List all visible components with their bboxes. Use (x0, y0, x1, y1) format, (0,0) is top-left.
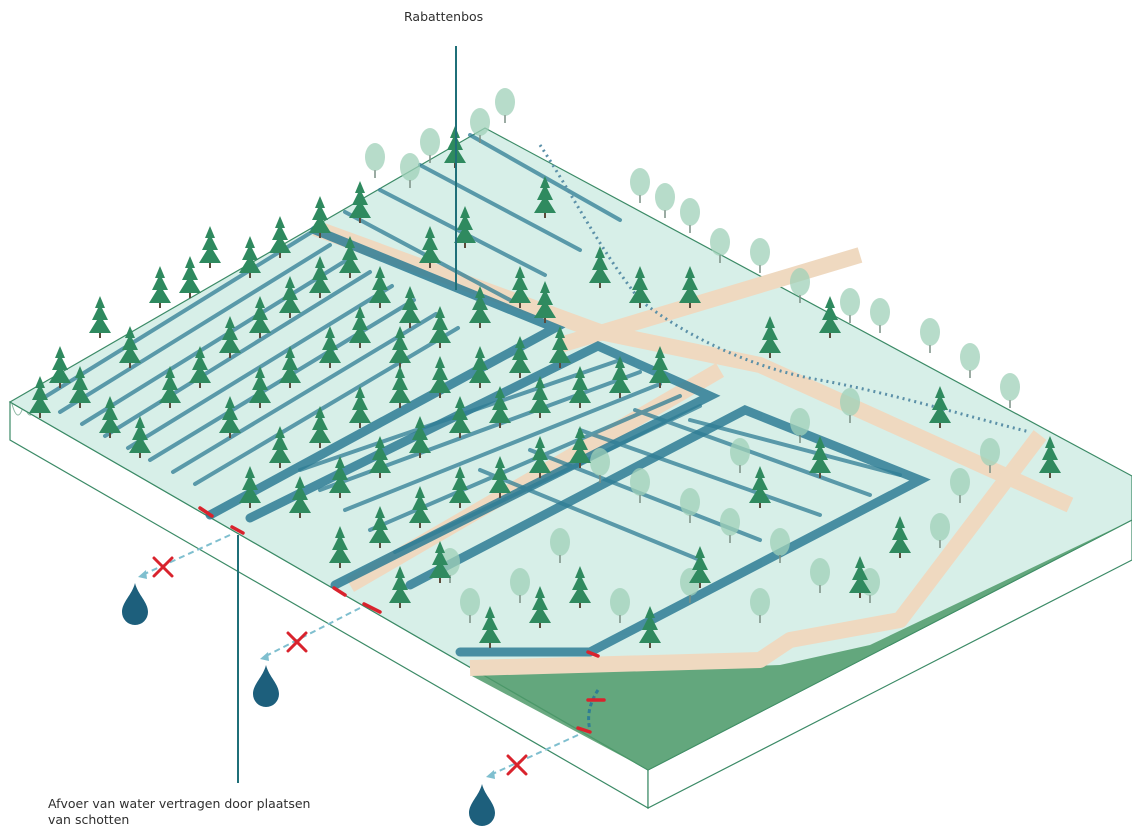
water-drop-icon (469, 784, 495, 826)
grass-field (470, 520, 1132, 770)
cross-icon (286, 631, 308, 653)
outflow-lines (139, 534, 579, 777)
label-afvoer-line-2: van schotten (48, 812, 130, 827)
outflow-channel (587, 689, 600, 731)
outflow-arrowheads (138, 570, 495, 779)
label-afvoer-schotten: Afvoer van water vertragen door plaatsen… (48, 796, 310, 828)
cross-icon (152, 556, 174, 578)
label-rabattenbos: Rabattenbos (404, 9, 484, 24)
water-drop-icon (122, 583, 148, 625)
label-afvoer-line-1: Afvoer van water vertragen door plaatsen (48, 796, 311, 811)
water-drop-icon (253, 665, 279, 707)
cross-icon (506, 754, 528, 776)
weir-marks (198, 506, 606, 734)
